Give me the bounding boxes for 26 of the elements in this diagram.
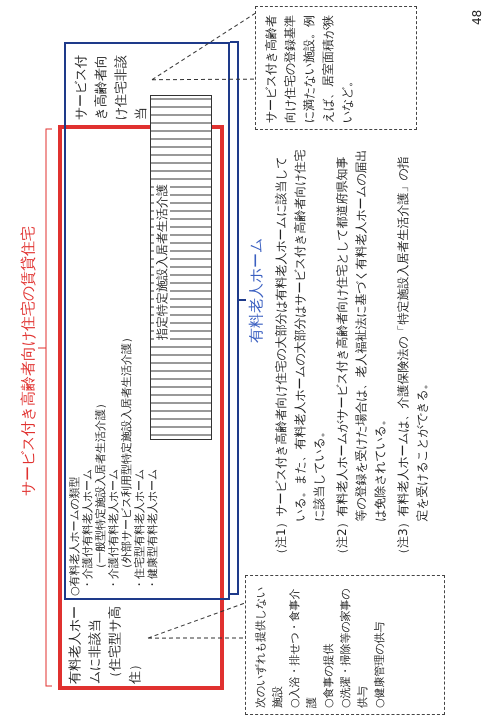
group-heading: 有料老人ホーム — [246, 238, 266, 343]
callout-text: ○健康管理の供与 — [372, 620, 387, 708]
page-number: 48 — [469, 10, 485, 25]
callout-text: ○入浴・排せつ・食事介護 — [287, 587, 319, 708]
hatched-area — [150, 95, 212, 440]
callout-box — [245, 575, 445, 715]
group-heading: サービス付き高齢者向け住宅の賃貸住宅 — [18, 226, 38, 496]
category-label: 有料老人ホームに非該当（住宅型サ高住） — [66, 602, 148, 684]
callout-text: 次のいずれも提供しない施設 — [253, 586, 285, 708]
category-label: サービス付き高齢者向け住宅非該当 — [72, 44, 152, 120]
list-item: ・健康型有料老人ホーム — [146, 468, 159, 592]
callout-text: ○食事の提供 — [321, 642, 336, 708]
list-item: （外部サービス利用型特定施設入居者生活介護） — [120, 331, 133, 576]
note-text: （注2）有料老人ホームがサービス付き高齢者向け住宅として都道府県知事等の登録を受けた場合は、老人福祉法に基づく有料老人ホームの届出は免除されている。 — [334, 148, 388, 560]
callout-text: サービス付き高齢者向け住宅の登録基準に満たない施設。例えば、居室面積が狭いなど。 — [263, 14, 355, 123]
list-item: ・介護付有料老人ホーム — [107, 468, 120, 592]
leader-line — [152, 12, 256, 80]
callout-text: ○洗濯・掃除等の家事の供与 — [338, 587, 370, 708]
callout-box — [255, 6, 417, 130]
leader-line — [148, 602, 246, 639]
note-text: （注1）サービス付き高齢者向け住宅の大部分は有料老人ホームに該当している。また、有料老人ホームの大部分はサービス付き高齢者向け住宅に該当している。 — [273, 148, 327, 560]
list-item: （一般型特定施設入居者生活介護） — [94, 397, 107, 576]
list-item: ・住宅型有料老人ホーム — [133, 468, 146, 592]
list-item: ・介護付有料老人ホーム — [81, 468, 94, 592]
list-item: ○有料老人ホームの類型 — [68, 475, 81, 596]
note-text: （注3）有料老人ホームは、介護保険法の「特定施設入居者生活介護」の指定を受けることができる。 — [395, 155, 430, 560]
